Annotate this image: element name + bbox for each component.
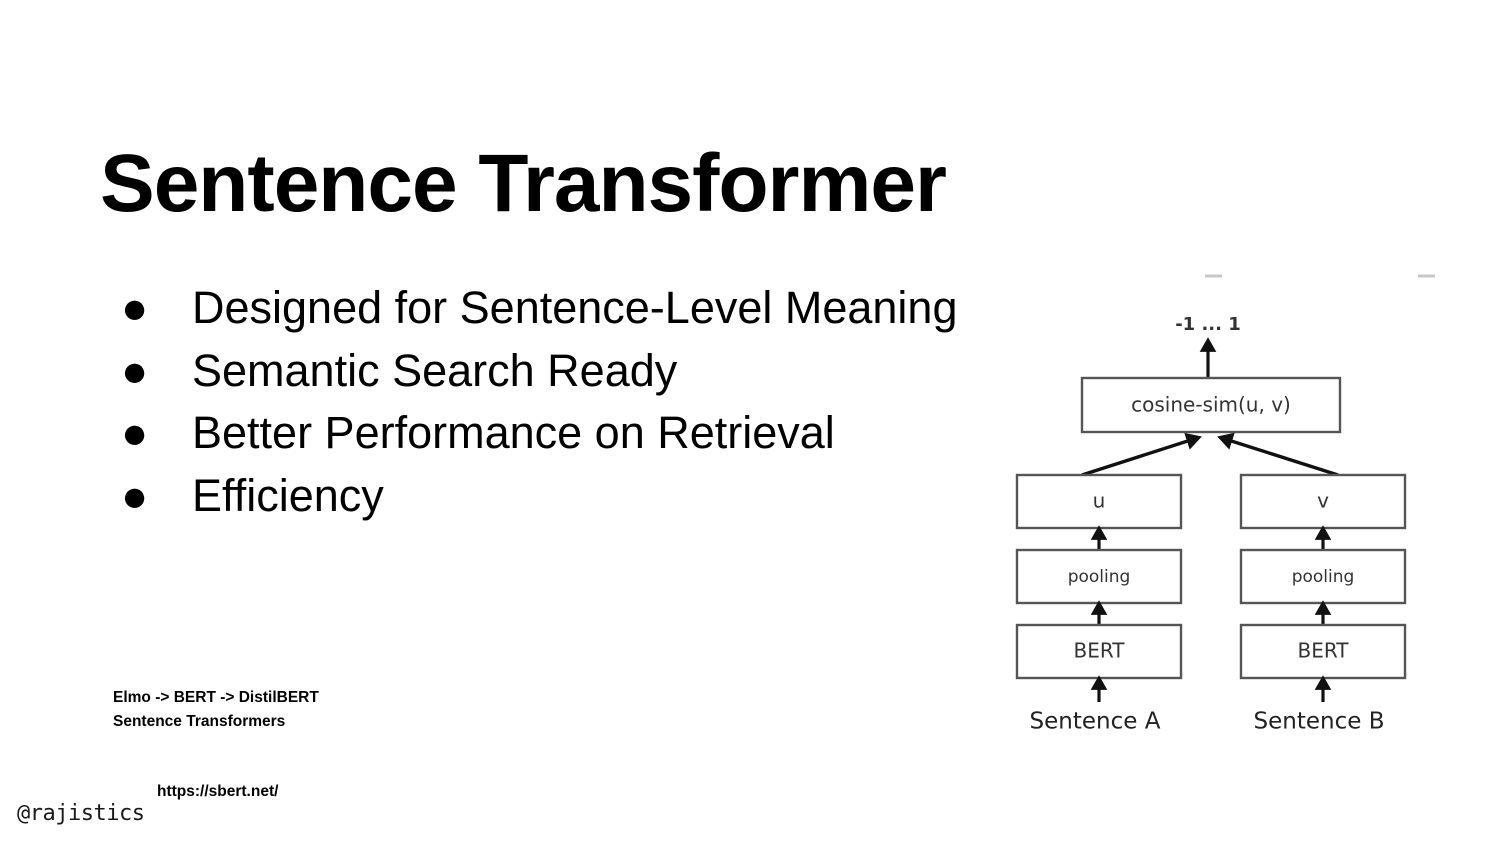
embedding-u-box (1015, 473, 1183, 530)
bullet-marker-icon: ● (121, 344, 149, 396)
list-item-label: Designed for Sentence-Level Meaning (192, 282, 958, 333)
sentence-a-label: Sentence A (1030, 709, 1161, 735)
sentence-b-label: Sentence B (1254, 709, 1385, 735)
author-handle: @rajistics (17, 801, 145, 826)
list-item-label: Better Performance on Retrieval (192, 407, 835, 459)
arrow-v-to-cosine (1217, 432, 1339, 477)
list-item: ● Designed for Sentence-Level Meaning (110, 277, 990, 340)
list-item: ● Better Performance on Retrieval (110, 402, 990, 465)
cosine-sim-box (1080, 376, 1342, 434)
pooling-box-left (1015, 548, 1183, 605)
bert-box-left (1015, 623, 1183, 680)
pooling-label-left: pooling (1068, 567, 1131, 587)
bullet-list: ● Designed for Sentence-Level Meaning ● … (110, 277, 990, 527)
list-item: ● Semantic Search Ready (110, 340, 990, 403)
footnote-line-2: Sentence Transformers (113, 712, 286, 730)
list-item-label: Semantic Search Ready (192, 344, 678, 396)
diagram-output-range-label: -1 ... 1 (1175, 314, 1241, 335)
arrow-u-to-cosine (1081, 432, 1202, 477)
footnote: Elmo -> BERT -> DistilBERT Sentence Tran… (113, 686, 319, 733)
embedding-v-box (1239, 473, 1407, 530)
pooling-label-right: pooling (1292, 567, 1355, 587)
footnote-line-1: Elmo -> BERT -> DistilBERT (113, 689, 319, 706)
sbert-architecture-diagram: -1 ... 1 cosine-sim(u, v) u pooling BERT (990, 262, 1450, 752)
left-branch: u pooling BERT Sentence A (1015, 473, 1183, 735)
cosine-sim-label: cosine-sim(u, v) (1131, 393, 1291, 417)
embedding-u-label: u (1093, 489, 1106, 513)
bert-label-right: BERT (1297, 639, 1349, 663)
bullet-marker-icon: ● (121, 282, 149, 333)
embedding-v-label: v (1317, 489, 1329, 513)
page-title: Sentence Transformer (100, 137, 947, 229)
pooling-box-right (1239, 548, 1407, 605)
right-branch: v pooling BERT Sentence B (1239, 473, 1407, 735)
list-item-label: Efficiency (192, 469, 384, 521)
bert-box-right (1239, 623, 1407, 680)
bullet-marker-icon: ● (121, 407, 149, 459)
bert-label-left: BERT (1073, 639, 1125, 663)
source-url-link[interactable]: https://sbert.net/ (157, 783, 279, 800)
bullet-marker-icon: ● (121, 469, 149, 521)
list-item: ● Efficiency (110, 465, 990, 528)
